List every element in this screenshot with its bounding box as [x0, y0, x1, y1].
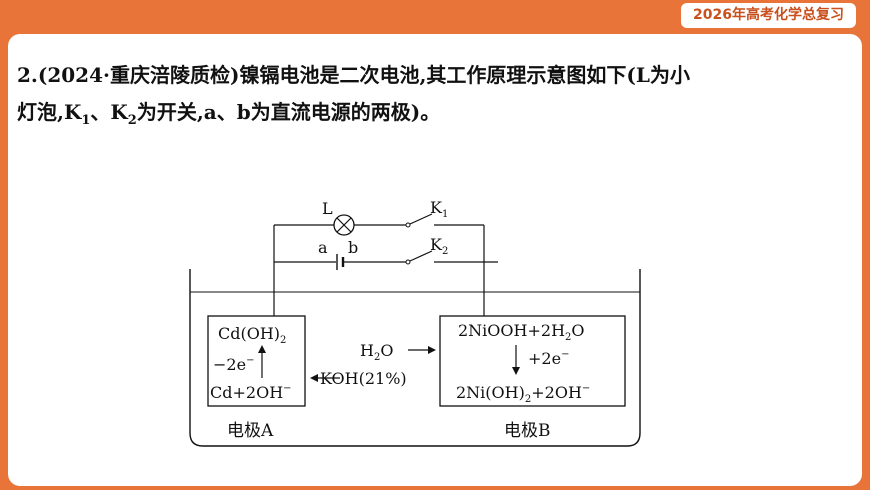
switch-k1-icon — [405, 213, 433, 228]
electrode-b-bottom-a: 2Ni(OH) — [456, 383, 525, 402]
pole-a-label: a — [318, 238, 328, 257]
water-label-tail: O — [380, 341, 393, 360]
electrode-a-bottom-sup: − — [283, 383, 291, 394]
electrode-b-bottom-sup: − — [582, 383, 590, 394]
electrode-a-top: Cd(OH) — [218, 324, 280, 343]
content-panel — [8, 34, 862, 486]
svg-text:K1: K1 — [430, 198, 448, 220]
k1-subscript: 1 — [81, 113, 91, 128]
koh-label: KOH(21%) — [320, 369, 407, 388]
k2-label: K — [430, 235, 443, 254]
electrode-b-box — [439, 315, 626, 407]
electrolyte-container — [189, 269, 641, 447]
arrow-left-icon — [310, 374, 340, 382]
dc-source-icon — [336, 254, 345, 270]
question-line2-c: 为开关,a、b为直流电源的两极)。 — [136, 100, 441, 124]
k1-label-sub: 1 — [442, 209, 448, 220]
k2-subscript: 2 — [127, 113, 137, 128]
pole-b-label: b — [348, 238, 358, 257]
water-label-sub: 2 — [374, 352, 380, 363]
electrode-b-top: 2NiOOH+2H — [458, 321, 565, 340]
svg-text:2NiOOH+2H2O: 2NiOOH+2H2O — [458, 321, 585, 343]
svg-text:2Ni(OH)2+2OH−: 2Ni(OH)2+2OH− — [456, 383, 590, 405]
lamp-label: L — [322, 199, 333, 218]
question-number: 2. — [17, 63, 38, 87]
arrow-up-icon — [258, 345, 266, 378]
question-line2-a: 灯泡,K — [17, 100, 82, 124]
svg-text:K2: K2 — [430, 235, 448, 257]
electrode-b-top-tail: O — [571, 321, 584, 340]
k1-label: K — [430, 198, 443, 217]
electrode-b-bottom-b: +2OH — [531, 383, 582, 402]
electrode-a-mid-sup: − — [246, 355, 254, 366]
svg-text:+2e−: +2e− — [528, 349, 569, 368]
electrode-b-bottom-sub: 2 — [525, 394, 531, 405]
electrode-b-label: 电极B — [504, 421, 551, 441]
arrow-right-icon — [408, 346, 436, 354]
question-text: 2.(2024·重庆涪陵质检)镍镉电池是二次电池,其工作原理示意图如下(L为小 … — [17, 57, 847, 139]
question-line1: 镍镉电池是二次电池,其工作原理示意图如下(L为小 — [239, 63, 690, 87]
electrode-a-bottom: Cd+2OH — [210, 383, 283, 402]
water-label: H — [360, 341, 374, 360]
arrow-down-icon — [512, 345, 520, 375]
electrode-b-mid: +2e — [528, 349, 561, 368]
electrode-a-mid: −2e — [213, 355, 246, 374]
switch-k2-icon — [405, 250, 433, 265]
electrode-b-mid-sup: − — [561, 349, 569, 360]
svg-text:−2e−: −2e− — [213, 355, 254, 374]
electrode-a-top-sub: 2 — [280, 335, 286, 346]
electrode-a-box — [207, 315, 306, 407]
k2-label-sub: 2 — [442, 246, 448, 257]
course-badge: 2026年高考化学总复习 — [681, 3, 856, 28]
question-line2-b: 、K — [90, 100, 128, 124]
electrode-a-label: 电极A — [227, 421, 274, 441]
svg-text:Cd(OH)2: Cd(OH)2 — [218, 324, 286, 346]
svg-text:H2O: H2O — [360, 341, 393, 363]
electrode-b-top-sub: 2 — [565, 332, 571, 343]
question-source: (2024·重庆涪陵质检) — [37, 63, 240, 87]
svg-text:Cd+2OH−: Cd+2OH− — [210, 383, 292, 402]
lamp-icon — [333, 214, 355, 236]
